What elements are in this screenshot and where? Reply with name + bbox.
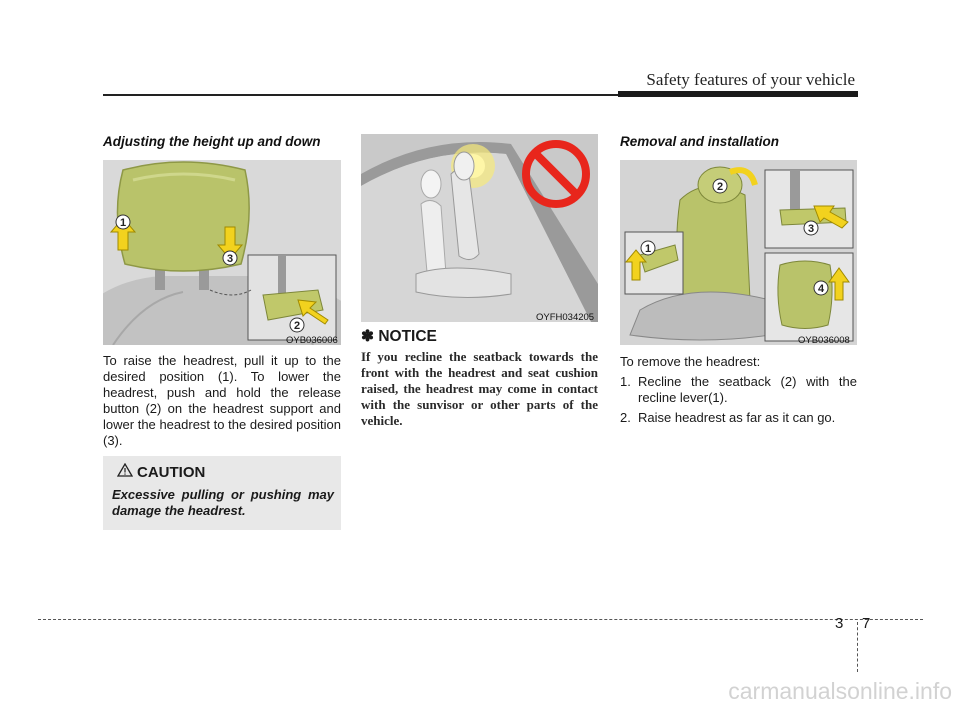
step-text: Recline the seatback (2) with the reclin…: [638, 374, 857, 405]
callout-3-right: 3: [808, 223, 814, 235]
headrest-removal-illustration: 1 2 3 4: [620, 160, 857, 345]
removal-intro: To remove the headrest:: [620, 354, 761, 369]
callout-2-right: 2: [717, 181, 723, 193]
watermark: carmanualsonline.info: [728, 678, 952, 704]
step-number: 2.: [620, 410, 631, 425]
caution-box: CAUTION Excessive pulling or pushing may…: [103, 456, 341, 530]
caution-title: CAUTION: [137, 464, 206, 481]
list-item: 1. Recline the seatback (2) with the rec…: [620, 374, 857, 406]
callout-2-left: 2: [294, 320, 300, 332]
chapter-number: 3: [835, 615, 844, 632]
figure-headrest-removal: 1 2 3 4: [620, 160, 857, 345]
callout-4-right: 4: [818, 283, 825, 295]
figure-code-left: OYB036006: [286, 335, 338, 346]
step-number: 1.: [620, 374, 631, 389]
callout-1-left: 1: [120, 217, 126, 229]
figure-seat-recline: [361, 134, 598, 322]
list-item: 2. Raise headrest as far as it can go.: [620, 410, 857, 426]
figure-headrest-adjust: 1 3 2: [103, 160, 341, 345]
page-number: 7: [862, 615, 871, 632]
warning-triangle-icon: [116, 462, 134, 482]
callout-3-left: 3: [227, 253, 233, 265]
header-rule-accent: [618, 91, 858, 97]
seat-recline-illustration: [361, 134, 598, 322]
section-heading-adjusting: Adjusting the height up and down: [103, 134, 321, 149]
page-header-title: Safety features of your vehicle: [646, 70, 855, 89]
headrest-adjust-illustration: 1 3 2: [103, 160, 341, 345]
section-heading-removal: Removal and installation: [620, 134, 780, 149]
header-rule: [103, 94, 858, 96]
removal-steps: 1. Recline the seatback (2) with the rec…: [620, 374, 857, 430]
callout-1-right: 1: [645, 243, 651, 255]
figure-code-right: OYB036008: [798, 335, 850, 346]
adjust-body-text: To raise the headrest, pull it up to the…: [103, 353, 341, 448]
notice-title: ✽ NOTICE: [361, 327, 437, 346]
footer-dashed-rule: [38, 619, 923, 620]
notice-asterisk-icon: ✽: [361, 328, 374, 345]
notice-title-label: NOTICE: [378, 328, 437, 345]
notice-text: If you recline the seatback towards the …: [361, 349, 598, 428]
footer-dashed-divider: [857, 622, 858, 672]
caution-text: Excessive pulling or pushing may damage …: [112, 487, 334, 518]
figure-code-middle: OYFH034205: [536, 312, 595, 323]
step-text: Raise headrest as far as it can go.: [638, 410, 836, 425]
